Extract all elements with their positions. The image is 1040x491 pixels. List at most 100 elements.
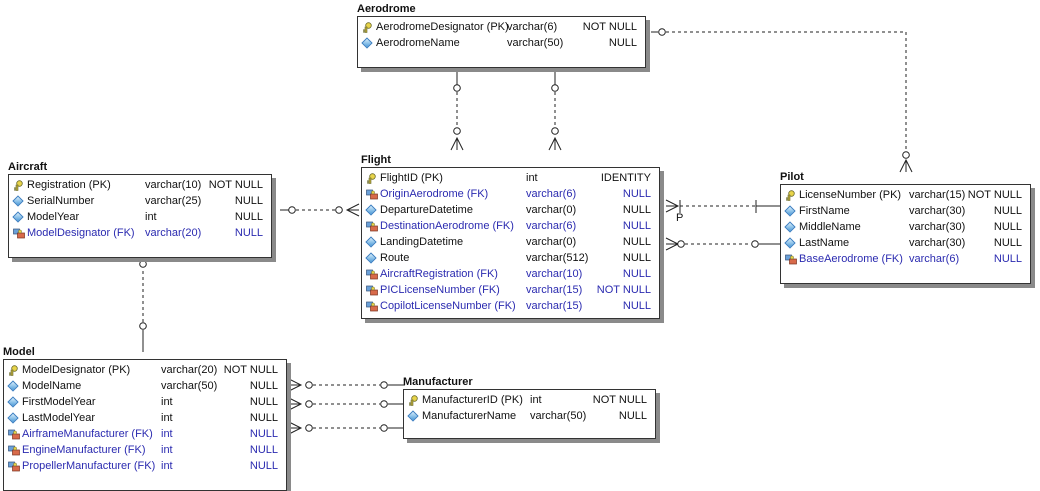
column-nullability: NOT NULL (223, 364, 278, 376)
column-icon (365, 252, 377, 264)
column-name: ModelYear (27, 211, 80, 223)
column-nullability: NULL (249, 444, 278, 456)
column-nullability: NULL (249, 396, 278, 408)
entity-title: Pilot (780, 171, 804, 183)
column-icon (365, 204, 377, 216)
column-row[interactable]: OriginAerodrome (FK)varchar(6)NULL (366, 186, 655, 202)
crows-foot-icon (288, 378, 303, 392)
column-nullability: NULL (249, 428, 278, 440)
column-name: FlightID (PK) (380, 172, 443, 184)
column-row[interactable]: CopilotLicenseNumber (FK)varchar(15)NULL (366, 298, 655, 314)
entity-title: Model (3, 346, 35, 358)
column-nullability: NULL (622, 204, 651, 216)
entity-model[interactable]: Model ModelDesignator (PK)varchar(20)NOT… (3, 345, 287, 491)
column-row[interactable]: AerodromeDesignator (PK)varchar(6)NOT NU… (362, 19, 641, 35)
optional-circle (453, 127, 461, 135)
column-icon (365, 236, 377, 248)
column-type: int (161, 428, 173, 440)
column-nullability: NULL (993, 221, 1022, 233)
column-nullability: NOT NULL (582, 21, 637, 33)
foreign-key-icon (8, 429, 20, 440)
column-nullability: NULL (249, 380, 278, 392)
column-name: PICLicenseNumber (FK) (380, 284, 500, 296)
column-name: CopilotLicenseNumber (FK) (380, 300, 516, 312)
column-row[interactable]: PICLicenseNumber (FK) varchar(15) NOT NULL (366, 282, 655, 298)
column-row[interactable]: BaseAerodrome (FK)varchar(6)NULL (785, 251, 1026, 267)
crows-foot-icon (345, 203, 360, 217)
column-nullability: NULL (993, 205, 1022, 217)
entity-pilot[interactable]: Pilot LicenseNumber (PK)varchar(15)NOT N… (780, 170, 1031, 284)
column-nullability: NULL (249, 412, 278, 424)
column-type: varchar(15) (526, 284, 583, 296)
column-name: ModelDesignator (PK) (22, 364, 131, 376)
column-row[interactable]: ModelDesignator (PK)varchar(20)NOT NULL (8, 362, 282, 378)
column-nullability: NULL (618, 410, 647, 422)
column-nullability: NULL (622, 252, 651, 264)
foreign-key-icon (366, 301, 378, 312)
optional-circle (139, 260, 147, 268)
column-name: FirstName (799, 205, 850, 217)
column-name: AerodromeName (376, 37, 460, 49)
foreign-key-icon (366, 189, 378, 200)
column-type: varchar(6) (507, 21, 558, 33)
entity-aircraft[interactable]: Aircraft Registration (PK)varchar(10)NOT… (8, 160, 272, 258)
optional-circle (551, 127, 559, 135)
column-icon (784, 205, 796, 217)
optional-circle (551, 84, 559, 92)
primary-key-icon (362, 22, 373, 33)
column-type: varchar(50) (507, 37, 564, 49)
column-nullability: NULL (622, 188, 651, 200)
optional-circle (380, 400, 388, 408)
column-name: AircraftRegistration (FK) (380, 268, 498, 280)
entity-title: Aerodrome (357, 3, 416, 15)
column-name: SerialNumber (27, 195, 95, 207)
optional-circle (453, 84, 461, 92)
column-type: varchar(10) (145, 179, 202, 191)
column-icon (784, 221, 796, 233)
column-row[interactable]: LicenseNumber (PK)varchar(15)NOT NULL (785, 187, 1026, 203)
column-name: Registration (PK) (27, 179, 111, 191)
column-name: LandingDatetime (380, 236, 464, 248)
optional-circle (902, 151, 910, 159)
foreign-key-icon (366, 269, 378, 280)
entity-title: Flight (361, 154, 391, 166)
column-type: varchar(15) (909, 189, 966, 201)
entity-title: Aircraft (8, 161, 48, 173)
column-row[interactable]: ModelDesignator (FK)varchar(20)NULL (13, 225, 267, 241)
column-type: int (161, 396, 173, 408)
column-type: varchar(25) (145, 195, 202, 207)
crows-foot-icon (665, 199, 680, 213)
column-nullability: NOT NULL (596, 284, 651, 296)
optional-circle (305, 400, 313, 408)
foreign-key-icon (366, 285, 378, 296)
column-type: varchar(15) (526, 300, 583, 312)
column-row[interactable]: AircraftRegistration (FK)varchar(10)NULL (366, 266, 655, 282)
column-icon (407, 410, 419, 422)
entity-aerodrome[interactable]: Aerodrome AerodromeDesignator (PK)varcha… (357, 2, 646, 68)
column-row[interactable]: Registration (PK)varchar(10)NOT NULL (13, 177, 267, 193)
column-row[interactable]: DestinationAerodrome (FK)varchar(6)NULL (366, 218, 655, 234)
column-icon (361, 37, 373, 49)
column-name: ManufacturerID (PK) (422, 394, 523, 406)
column-nullability: NULL (234, 211, 263, 223)
